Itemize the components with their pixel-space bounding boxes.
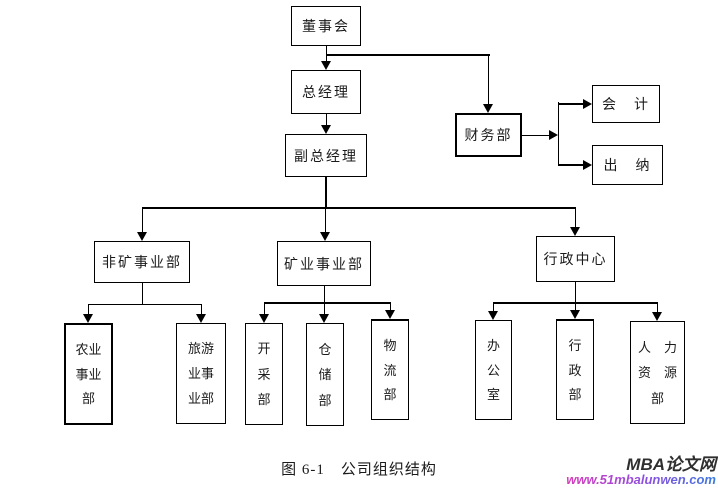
node-warehouse-dept: 仓 储 部 [306,323,344,426]
node-office: 办 公 室 [475,320,512,420]
node-administrative-center: 行政中心 [536,236,615,282]
arrowhead-right-icon [549,130,558,140]
arrowhead-down-icon [319,314,329,323]
connector [142,283,143,304]
node-administration-dept: 行 政 部 [556,319,594,420]
node-line: 采 [257,366,271,382]
figure-caption: 图 6-1 公司组织结构 [281,462,437,478]
connector [88,304,89,315]
node-line: 农业 [75,341,102,357]
node-line: 流 [383,362,397,378]
node-line: 资 源 [637,365,677,380]
node-board: 董事会 [291,6,361,46]
node-line: 部 [568,387,582,403]
connector [390,303,391,311]
node-line: 旅游 [187,341,214,356]
node-non-mining-division: 非矿事业部 [94,241,190,283]
connector [488,56,489,104]
watermark-site-url: www.51mbalunwen.com [566,472,716,488]
connector [142,207,576,209]
node-line: 业部 [187,391,214,406]
connector [493,303,494,312]
connector [264,303,265,315]
connector [575,207,576,228]
connector [575,303,576,311]
node-deputy-general-manager: 副总经理 [285,134,367,177]
arrowhead-down-icon [570,310,580,319]
node-line: 事业 [75,366,102,382]
arrowhead-down-icon [320,232,330,241]
arrowhead-right-icon [583,99,592,109]
watermark: MBA论文网 www.51mbalunwen.com [566,454,716,488]
node-line: 部 [318,392,332,408]
node-accounting: 会 计 [592,85,660,123]
connector [324,286,325,303]
connector [558,164,583,166]
connector [324,303,325,315]
arrowhead-down-icon [483,104,493,113]
connector [575,282,576,303]
node-line: 物 [383,337,397,353]
arrowhead-down-icon [259,314,269,323]
node-line: 部 [81,391,95,407]
node-line: 仓 [318,341,332,357]
node-general-manager: 总经理 [291,70,361,114]
node-line: 公 [486,362,500,378]
node-line: 部 [383,387,397,403]
connector [558,103,583,105]
arrowhead-down-icon [385,310,395,319]
connector [264,302,391,304]
node-tourism-division: 旅游 业事 业部 [176,323,226,424]
node-cashier: 出 纳 [592,145,663,185]
node-extraction-dept: 开 采 部 [245,323,283,425]
arrowhead-down-icon [652,312,662,321]
connector [325,207,326,233]
arrowhead-down-icon [83,314,93,323]
node-line: 行 [568,337,582,353]
node-mining-division: 矿业事业部 [277,241,371,286]
node-finance-dept: 财务部 [455,113,522,157]
connector [88,304,202,305]
arrowhead-down-icon [488,311,498,320]
node-line: 业事 [187,366,214,381]
arrowhead-right-icon [583,160,592,170]
node-agriculture-division: 农业 事业 部 [64,323,113,425]
connector [657,303,658,313]
watermark-site-name: MBA论文网 [626,454,716,474]
node-line: 人 力 [637,339,677,355]
connector [558,102,559,166]
arrowhead-down-icon [321,125,331,134]
arrowhead-down-icon [196,314,206,323]
node-human-resources-dept: 人 力 资 源 部 [630,321,685,424]
arrowhead-down-icon [570,227,580,236]
node-line: 政 [568,362,582,378]
node-line: 开 [257,341,271,357]
node-line: 部 [257,391,271,407]
node-logistics-dept: 物 流 部 [371,319,409,420]
connector [142,207,143,233]
arrowhead-down-icon [321,61,331,70]
connector [522,135,549,136]
connector [326,54,490,56]
connector [325,177,327,207]
node-line: 办 [486,337,500,353]
connector [201,304,202,315]
connector [326,114,327,125]
node-line: 部 [650,390,664,406]
node-line: 储 [318,367,332,382]
arrowhead-down-icon [137,232,147,241]
node-line: 室 [486,387,500,403]
